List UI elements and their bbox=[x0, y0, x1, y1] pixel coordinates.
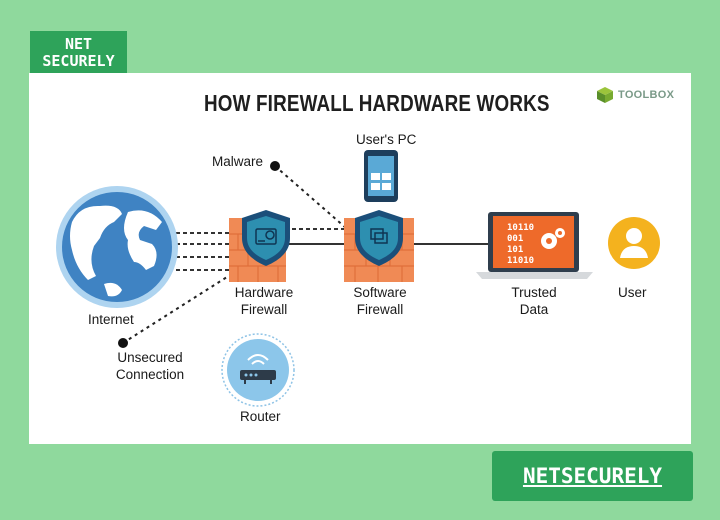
logo-line-securely: SECURELY bbox=[42, 52, 115, 70]
label-trusted-line1: Trusted bbox=[511, 285, 557, 300]
software-firewall-icon bbox=[344, 210, 414, 282]
cube-icon bbox=[597, 87, 613, 103]
label-unsecured-line2: Connection bbox=[115, 367, 185, 382]
label-malware: Malware bbox=[212, 154, 264, 169]
toolbox-badge: TOOLBOX bbox=[596, 86, 674, 104]
label-software-line2: Firewall bbox=[356, 302, 404, 317]
label-hardware-firewall: Hardware Firewall bbox=[224, 284, 304, 318]
label-hardware-line2: Firewall bbox=[240, 302, 288, 317]
laptop-icon: 10110 001 101 11010 bbox=[476, 212, 593, 279]
network-links bbox=[118, 161, 488, 348]
screen-line-3: 101 bbox=[507, 245, 523, 255]
router-icon bbox=[221, 333, 295, 407]
screen-line-4: 11010 bbox=[507, 256, 534, 266]
user-icon bbox=[608, 217, 660, 269]
label-software-line1: Software bbox=[353, 285, 407, 300]
label-trusted-line2: Data bbox=[519, 302, 549, 317]
malware-dot bbox=[270, 161, 280, 171]
label-unsecured-connection: Unsecured Connection bbox=[108, 349, 192, 383]
netsecurely-link-button[interactable]: NETSECURELY bbox=[492, 451, 693, 501]
label-users-pc: User's PC bbox=[356, 132, 417, 147]
globe-icon bbox=[56, 186, 178, 308]
label-hardware-line1: Hardware bbox=[234, 285, 294, 300]
label-router: Router bbox=[240, 409, 281, 424]
label-internet: Internet bbox=[88, 312, 134, 327]
hardware-firewall-icon bbox=[229, 210, 290, 282]
unsecured-path bbox=[122, 269, 239, 344]
users-pc-icon bbox=[364, 150, 398, 202]
toolbox-label: TOOLBOX bbox=[618, 89, 675, 101]
malware-path bbox=[274, 165, 347, 229]
unsecured-dot bbox=[118, 338, 128, 348]
netsecurely-link-label[interactable]: NETSECURELY bbox=[522, 464, 663, 488]
label-software-firewall: Software Firewall bbox=[340, 284, 420, 318]
label-user: User bbox=[618, 285, 647, 300]
gear-icon bbox=[541, 228, 565, 249]
label-unsecured-line1: Unsecured bbox=[117, 350, 183, 365]
screen-line-2: 001 bbox=[507, 234, 523, 244]
diagram-title: HOW FIREWALL HARDWARE WORKS bbox=[204, 90, 550, 116]
logo-line-net: NET bbox=[64, 35, 93, 53]
label-trusted-data: Trusted Data bbox=[496, 284, 572, 318]
screen-line-1: 10110 bbox=[507, 223, 534, 233]
